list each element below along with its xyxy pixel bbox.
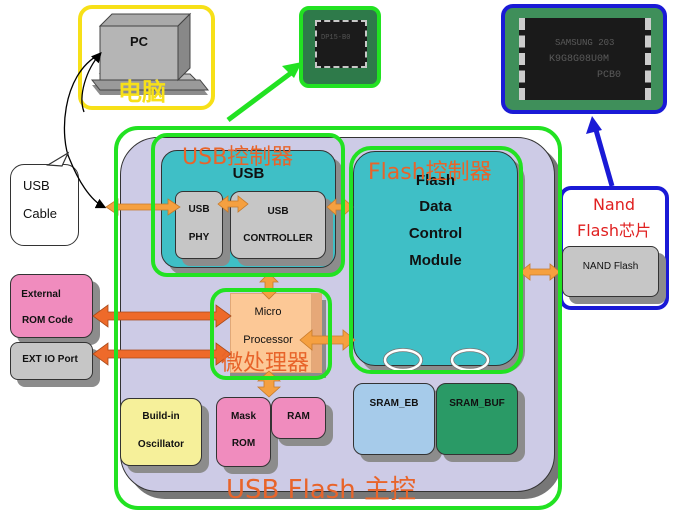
arrow-usb-cpu [259,272,279,300]
main-controller-cn-label: USB Flash 主控 [226,475,417,505]
usb-controller-frame [151,133,345,277]
nand-marking-3: PCB0 [597,70,622,81]
callout-tail [46,151,70,167]
nand-marking-2: K9G8G08U0M [549,54,610,65]
arrow-cpu-flash [299,329,356,351]
sram-buf-label: SRAM_BUF [449,398,505,409]
ram-label: RAM [287,411,310,422]
flash-controller-cn-label: Flash控制器 [368,160,492,185]
nand-flash-chip-label: NAND Flash [582,261,639,272]
external-rom-line-1: External [21,289,61,300]
nand-cn-line-2: Flash芯片 [577,221,651,240]
cpu-frame [210,288,332,380]
sram-eb-label: SRAM_EB [369,398,419,409]
mask-rom-line-2: ROM [231,438,256,449]
nand-chip-photo: SAMSUNG 203 K9G8G08U0M PCB0 [501,4,667,114]
ext-io-port-box [10,342,93,380]
nand-cn-line-1: Nand [592,195,636,214]
main-controller-frame [114,126,562,510]
chip-marking: DP15-B0 [321,34,351,42]
nand-marking-1: SAMSUNG 203 [555,38,615,48]
flash-data-control-module [353,151,518,366]
arrow-external-rom [92,304,232,328]
oscillator-line-1: Build-in [142,411,180,422]
oscillator-box [120,398,202,466]
flash-module-line-1: Flash [415,172,456,189]
usb-controller-cn-label: USB控制器 [182,145,294,170]
micro-processor-cube-right [312,293,322,373]
usb-cable-line-top [81,52,102,113]
pc-label: PC [129,34,149,49]
arrow-to-nand-chip [593,129,615,187]
external-rom-line-2: ROM Code [21,315,74,326]
pc-cn-label: 电脑 [118,78,166,106]
arrow-ext-io [92,342,232,366]
mask-rom-box [216,397,271,467]
usb-cable-line [63,53,107,209]
mask-rom-line-1: Mask [230,411,256,422]
usb-cable-line-2: Cable [23,206,57,221]
usb-block-title: USB [232,165,265,182]
usb-controller-label-2: CONTROLLER [243,233,313,244]
cpu-cn-label: 微处理器 [221,351,310,376]
arrow-to-usb-chip-head [282,62,302,78]
flash-controller-frame [349,146,523,374]
chip-body [315,20,367,68]
usb-cable-callout [10,164,79,246]
flash-module-line-3: Control [408,225,463,242]
pc-front-face [99,25,179,81]
nand-chip-body [519,18,651,100]
usb-phy-label-2: PHY [188,232,210,243]
usb-cable-line-1: USB [23,178,50,193]
arrow-controller-flash [326,198,354,216]
sram-eb-box [353,383,435,455]
ext-io-port-label: EXT IO Port [22,354,78,365]
arrow-to-usb-chip [226,67,297,123]
micro-processor-line-2: Processor [243,334,293,346]
external-rom-box [10,274,93,338]
arrow-to-nand-chip-head [586,116,602,134]
flash-module-line-4: Module [409,252,462,269]
nand-flash-chip-box [562,246,659,297]
usb-phy-box [175,191,223,259]
oscillator-line-2: Oscillator [137,439,185,450]
micro-processor-line-1: Micro [254,306,282,318]
flash-module-line-2: Data [419,198,452,215]
sram-buf-box [436,383,518,455]
ram-box [271,397,326,439]
usb-phy-label-1: USB [188,204,210,215]
arrow-usb-phy [105,198,181,216]
usb-controller-label-1: USB [267,206,289,217]
arrow-phy-controller [217,195,249,213]
usb-controller-chip-photo: DP15-B0 [299,6,381,88]
